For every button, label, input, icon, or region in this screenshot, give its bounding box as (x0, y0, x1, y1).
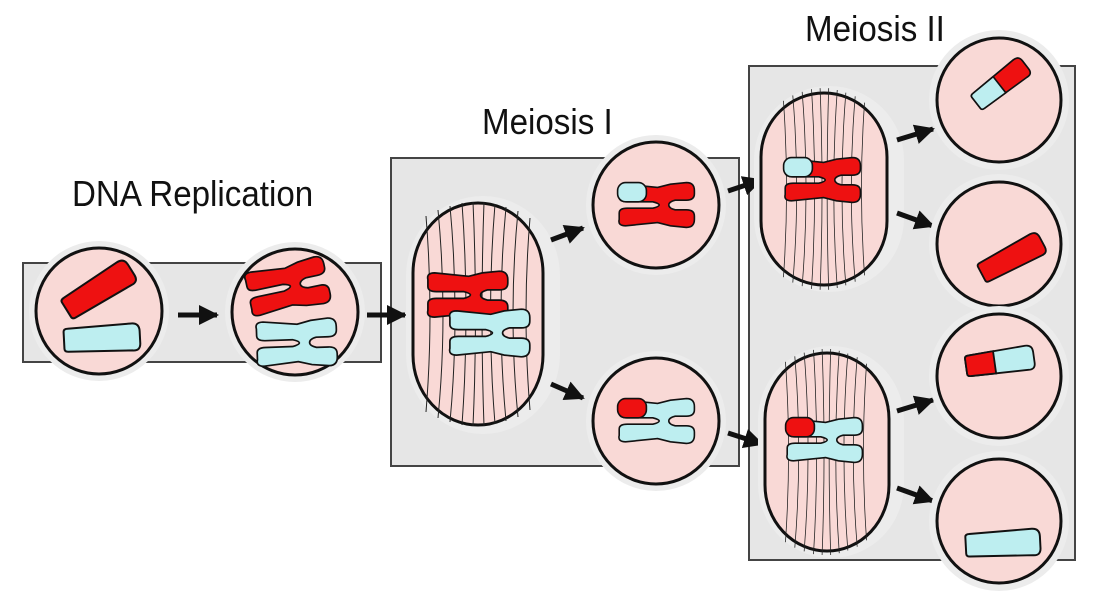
gamete-2 (929, 174, 1069, 314)
stage-title-dna-replication: DNA Replication (72, 173, 314, 214)
stage-title-meiosis-2: Meiosis II (805, 8, 945, 49)
cell-meiosis-1-daughter-top (586, 135, 726, 275)
gamete-3 (929, 306, 1069, 446)
arrow-10 (896, 485, 935, 505)
cell-parent (29, 241, 169, 381)
cell-meiosis-2-dividing-bottom (758, 346, 904, 558)
cell-meiosis-1-dividing (406, 196, 560, 434)
cell-replicated (225, 242, 365, 382)
gamete-4 (929, 451, 1069, 591)
stage-title-meiosis-1: Meiosis I (482, 101, 613, 142)
cell-meiosis-1-daughter-bottom (586, 351, 726, 491)
arrow-4 (549, 381, 585, 401)
x-chromosome-mixed (616, 397, 696, 445)
arrow-7 (896, 124, 935, 144)
arrow-6 (727, 428, 764, 448)
cell-meiosis-2-dividing-top (754, 86, 904, 292)
x-chromosome-mixed (784, 416, 864, 464)
arrow-3 (550, 224, 585, 244)
arrow-9 (896, 395, 935, 415)
chromosome-blue (62, 322, 142, 356)
x-chromosome-mixed (616, 181, 696, 229)
arrow-8 (896, 210, 935, 230)
gamete-1 (929, 30, 1069, 170)
x-chromosome-mixed (782, 156, 862, 204)
